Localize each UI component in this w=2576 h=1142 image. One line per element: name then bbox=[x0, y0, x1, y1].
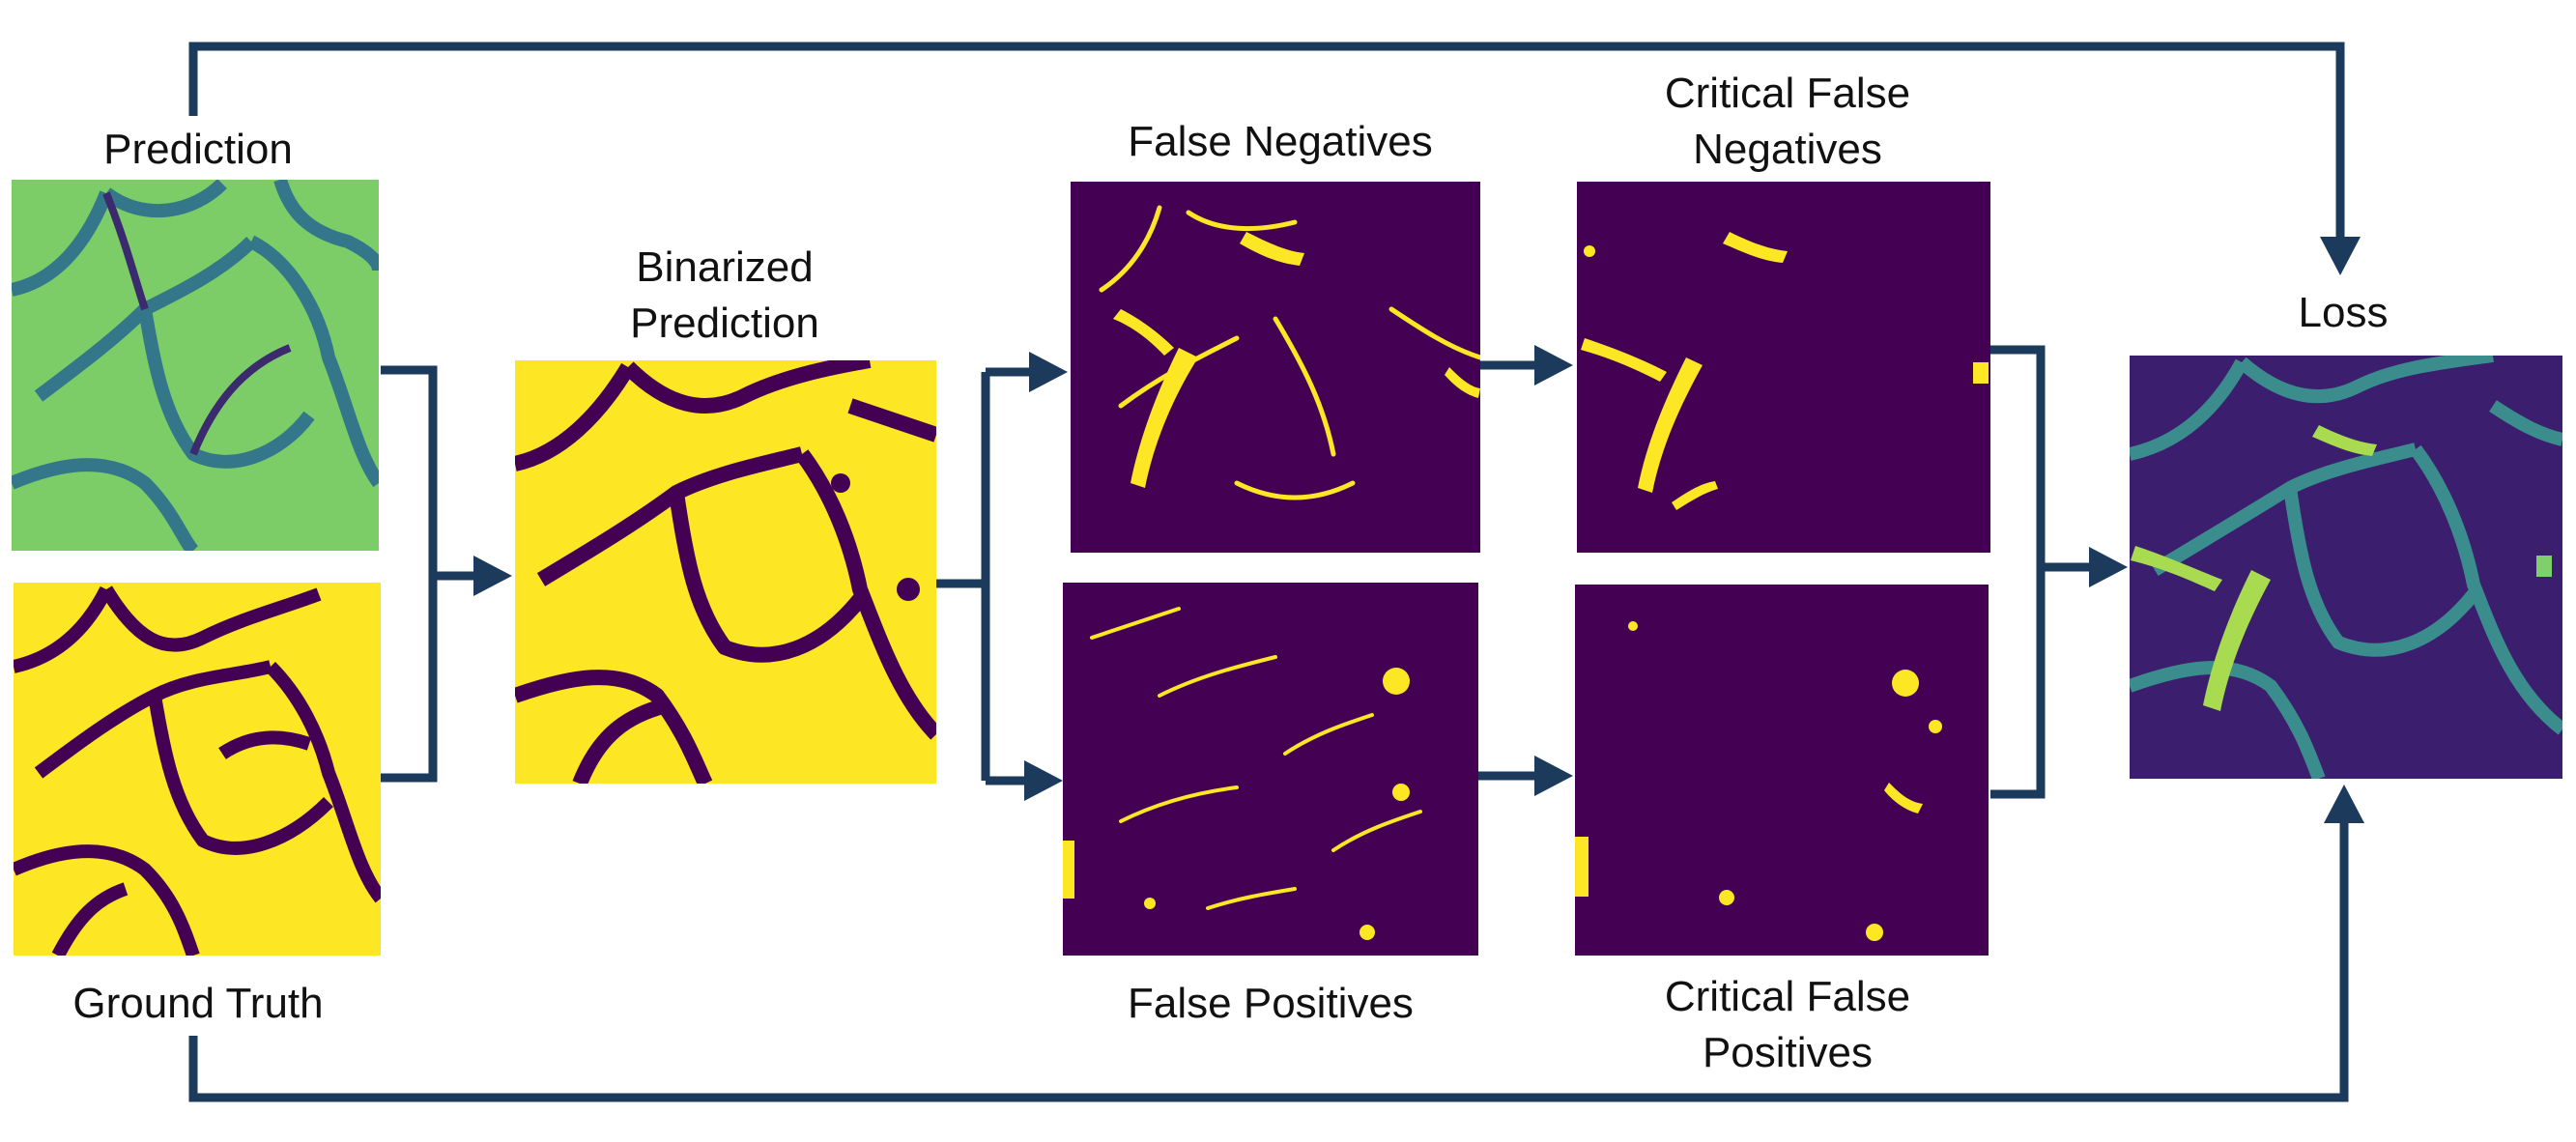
false-negatives-image bbox=[1071, 182, 1480, 553]
false-positives-image bbox=[1063, 583, 1478, 956]
loss-label: Loss bbox=[2298, 289, 2389, 336]
connector-prediction-to-loss bbox=[188, 42, 2345, 246]
arrowhead-to-loss-left bbox=[2089, 547, 2128, 587]
arrowhead-to-loss-bottom bbox=[2324, 785, 2364, 823]
prediction-image bbox=[12, 180, 379, 551]
critical-false-positives-label: Critical False Positives bbox=[1664, 973, 1911, 1076]
critical-false-negatives-image bbox=[1577, 182, 1990, 553]
false-negatives-label: False Negatives bbox=[1128, 118, 1433, 165]
false-positives-label: False Positives bbox=[1128, 980, 1414, 1027]
arrowheads bbox=[473, 237, 2364, 823]
arrowhead-to-cfp bbox=[1534, 756, 1573, 796]
ground-truth-image bbox=[14, 583, 381, 956]
critical-false-negatives-label: Critical False Negatives bbox=[1664, 70, 1911, 173]
connector-cfn-cfp-merge bbox=[1990, 345, 2046, 799]
arrowhead-to-loss-top bbox=[2320, 237, 2361, 275]
binarized-prediction-label: Binarized Prediction bbox=[630, 243, 819, 347]
ground-truth-label: Ground Truth bbox=[72, 980, 324, 1027]
arrowhead-to-cfn bbox=[1534, 345, 1573, 385]
connectors bbox=[188, 42, 2349, 1102]
critical-false-positives-image bbox=[1575, 585, 1989, 956]
binarized-prediction-image bbox=[515, 360, 936, 784]
arrowhead-to-fn bbox=[1029, 352, 1068, 392]
prediction-label: Prediction bbox=[103, 126, 293, 173]
arrowhead-to-fp bbox=[1024, 760, 1063, 801]
connector-ground-truth-to-loss bbox=[188, 821, 2349, 1102]
arrowhead-to-binarized bbox=[473, 556, 512, 596]
loss-image bbox=[2130, 356, 2562, 779]
connector-prediction-merge bbox=[381, 365, 438, 783]
